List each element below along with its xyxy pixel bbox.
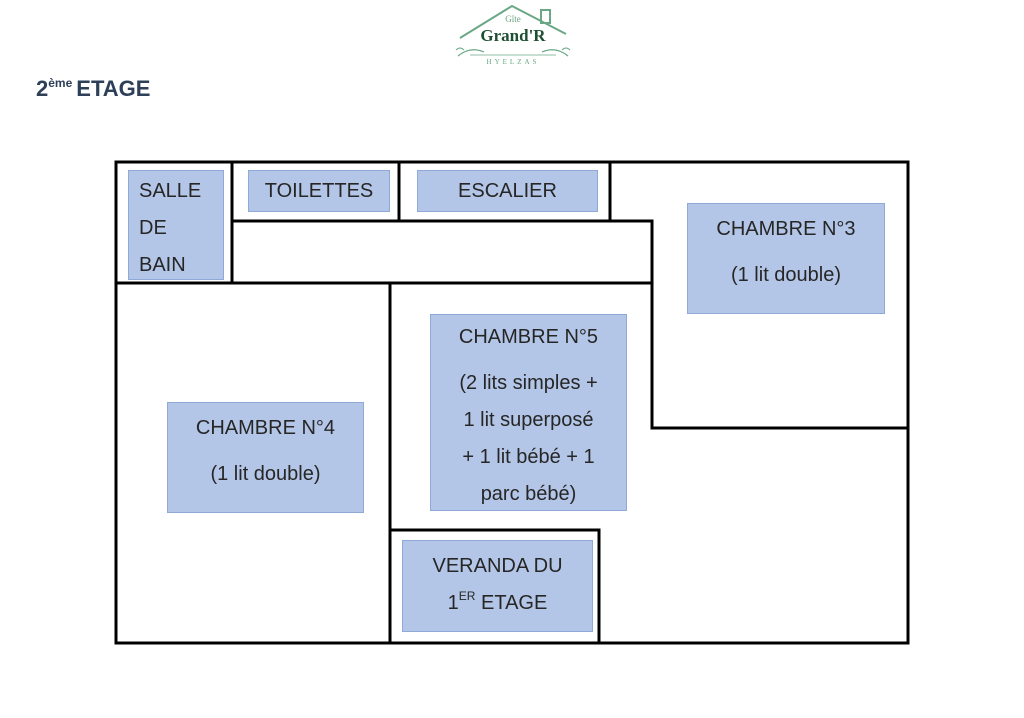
room-chambre-5-line2: 1 lit superposé (463, 409, 594, 431)
room-salle-de-bain-line1: SALLE (139, 180, 202, 202)
floor-word: ETAGE (76, 76, 151, 101)
floor-suffix: ème (48, 76, 73, 90)
logo-name: Grand'R (480, 26, 546, 45)
room-chambre-3: CHAMBRE N°3 (1 lit double) (687, 203, 885, 314)
room-chambre-4: CHAMBRE N°4 (1 lit double) (167, 402, 364, 513)
room-chambre-4-title: CHAMBRE N°4 (195, 417, 336, 439)
room-veranda-sup: ER (458, 589, 476, 603)
room-toilettes: TOILETTES (248, 170, 390, 212)
room-chambre-3-detail: (1 lit double) (730, 264, 842, 286)
room-salle-de-bain: SALLE DE BAIN (128, 170, 224, 280)
logo-gite-word: Gîte (505, 14, 521, 24)
room-chambre-5-line3: + 1 lit bébé + 1 (462, 446, 595, 468)
room-escalier: ESCALIER (417, 170, 598, 212)
house-roof-icon (455, 4, 571, 57)
room-salle-de-bain-line3: BAIN (139, 254, 186, 276)
room-chambre-3-title: CHAMBRE N°3 (716, 218, 856, 240)
room-veranda-line2: 1ER ETAGE (403, 585, 592, 622)
room-veranda-num: 1 (447, 592, 459, 614)
room-chambre-5-line1: (2 lits simples + (459, 372, 598, 394)
room-veranda-word: ETAGE (481, 592, 548, 614)
gite-logo: Gîte Grand'R HYELZAS (450, 2, 576, 72)
room-veranda: VERANDA DU 1ER ETAGE (402, 540, 593, 632)
room-chambre-5-title: CHAMBRE N°5 (458, 326, 599, 348)
room-veranda-line1: VERANDA DU (432, 555, 563, 577)
room-chambre-4-detail: (1 lit double) (210, 463, 321, 485)
room-toilettes-label: TOILETTES (264, 180, 374, 202)
room-chambre-5-line4: parc bébé) (480, 483, 577, 505)
room-escalier-label: ESCALIER (458, 180, 557, 202)
room-chambre-5: CHAMBRE N°5 (2 lits simples + 1 lit supe… (430, 314, 627, 511)
floor-number: 2 (36, 76, 49, 101)
logo-place: HYELZAS (486, 58, 540, 66)
room-salle-de-bain-line2: DE (139, 217, 167, 239)
